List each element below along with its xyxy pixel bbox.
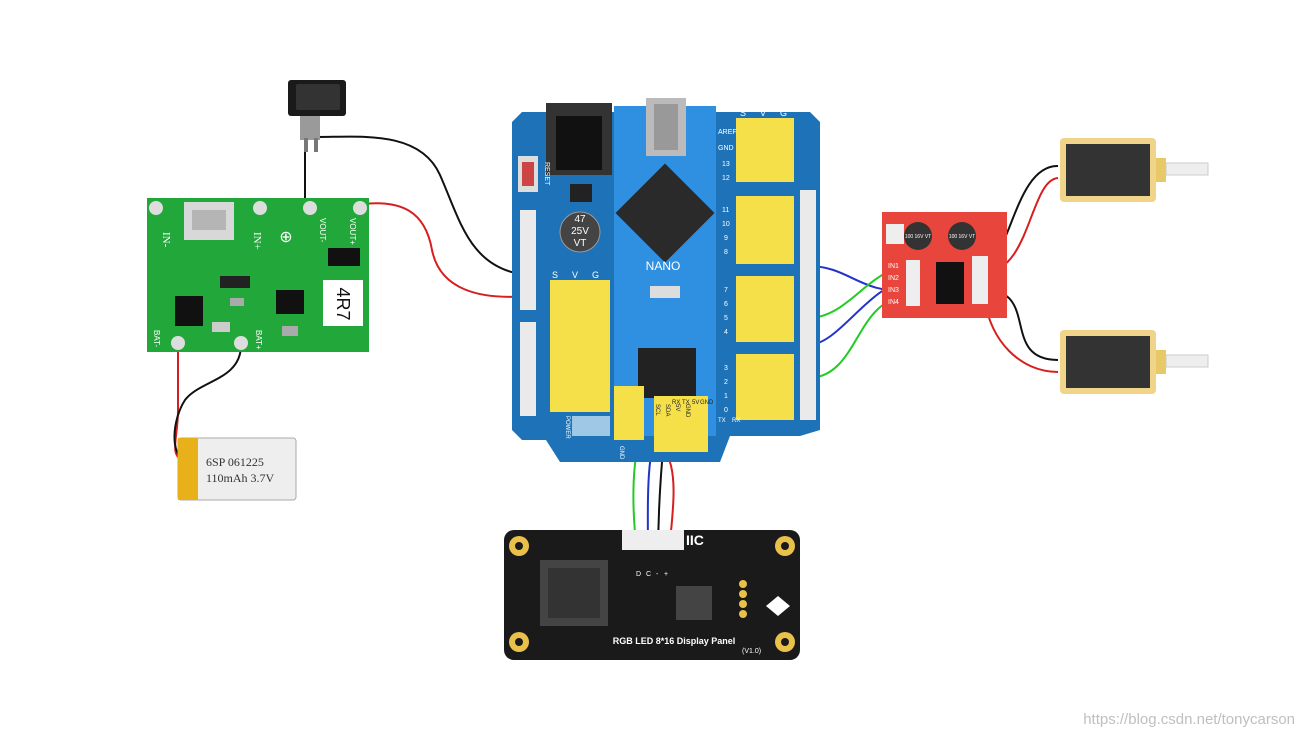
motor-driver: 100 16V VT 100 16V VT IN1 IN2 IN3 IN4 [882, 212, 1007, 318]
shield-iic-pins: SCL SDA 5V GND [654, 404, 690, 418]
charger-label-bat-minus: BAT- [152, 330, 161, 348]
pin-label: 12 [722, 175, 730, 182]
driver-cap2: 100 16V VT [949, 234, 975, 240]
driver-in4: IN4 [888, 299, 899, 306]
shield-pins-top: AREF GND 13 12 [718, 129, 737, 182]
pin-label: 5 [724, 315, 728, 322]
charger-label-out-plus: VOUT+ [348, 218, 357, 245]
cap-line3: VT [574, 238, 587, 249]
driver-in-labels: IN1 IN2 IN3 IN4 [888, 263, 899, 306]
display-pin: D [636, 571, 641, 578]
shield-reset-label: RESET [543, 162, 550, 186]
charger-label-in-minus: IN- [160, 232, 172, 248]
shield-gnd-label: GND [618, 446, 624, 460]
pin-label: 11 [722, 207, 729, 214]
display-pin: - [656, 571, 659, 578]
shield-left-v: V [572, 270, 578, 280]
driver-cap1: 100 16V VT [905, 234, 931, 240]
shield-rx-label: RX [732, 418, 740, 424]
shield-right-v: V [760, 108, 766, 118]
robot-logo-icon [766, 596, 790, 616]
pin-label: 7 [724, 287, 728, 294]
shield-left-s: S [552, 270, 558, 280]
battery: 6SP 061225 110mAh 3.7V [177, 437, 297, 501]
display-pin: + [664, 571, 668, 578]
display-title: RGB LED 8*16 Display Panel [613, 636, 736, 646]
shield-uart-pins: RX TX 5V GND [672, 400, 714, 406]
charger-board: 4R7 IN- IN+ VOUT- VOUT+ BAT- BAT+ ⊕ [147, 198, 369, 352]
pin-label: SCL [654, 404, 660, 416]
pin-label: 3 [724, 365, 728, 372]
display-pin: C [646, 571, 651, 578]
shield-power-label: POWER [564, 416, 570, 439]
rocker-switch [288, 80, 346, 152]
pin-label: SDA [664, 404, 670, 416]
shield-tx-label: TX [718, 418, 726, 424]
pin-label: 8 [724, 249, 728, 256]
display-pins: D C - + [636, 571, 668, 578]
pin-label: 5V [692, 400, 699, 406]
solenoid-2 [1060, 330, 1209, 394]
arduino-shield: RESET 47 25V VT S V G NANO S V G AREF GN… [512, 98, 820, 462]
pin-label: RX [672, 400, 680, 406]
pin-label: GND [684, 404, 690, 418]
shield-left-g: G [592, 270, 599, 280]
battery-line1: 6SP 061225 [206, 455, 264, 469]
wire-switch-to-shield [317, 135, 529, 276]
wire-charger-to-shield [361, 202, 529, 298]
pin-label: GND [718, 145, 734, 152]
watermark: https://blog.csdn.net/tonycarson [1083, 711, 1295, 728]
pin-label: TX [682, 400, 690, 406]
pin-label: GND [700, 400, 714, 406]
driver-in2: IN2 [888, 275, 899, 282]
charger-label-in-plus: IN+ [251, 232, 263, 250]
shield-pins-mid1: 11 10 9 8 [722, 207, 730, 256]
pin-label: 2 [724, 379, 728, 386]
charger-label-bat-plus: BAT+ [254, 330, 263, 350]
driver-in3: IN3 [888, 287, 899, 294]
pin-label: 13 [722, 161, 730, 168]
pin-label: 5V [674, 404, 680, 411]
pin-label: 9 [724, 235, 728, 242]
pin-label: 1 [724, 393, 728, 400]
charger-label-out-minus: VOUT- [318, 218, 327, 243]
cap-line1: 47 [574, 214, 586, 225]
battery-line2: 110mAh 3.7V [206, 471, 275, 485]
charger-inductor-label: 4R7 [333, 287, 353, 320]
wire-battery-black [173, 344, 242, 461]
pin-label: 10 [722, 221, 730, 228]
pin-label: 0 [724, 407, 728, 414]
display-version: (V1.0) [742, 648, 761, 655]
nano-label: NANO [646, 259, 681, 273]
pin-label: 4 [724, 329, 728, 336]
charger-plus-symbol: ⊕ [279, 229, 292, 246]
driver-in1: IN1 [888, 263, 899, 270]
cap-line2: 25V [571, 226, 589, 237]
pin-label: 6 [724, 301, 728, 308]
shield-pins-bot: 3 2 1 0 [724, 365, 728, 414]
solenoid-1 [1060, 138, 1209, 202]
led-display-panel: IIC D C - + RGB LED 8*16 Display Panel (… [504, 530, 800, 660]
shield-right-g: G [780, 108, 787, 118]
display-iic: IIC [686, 532, 704, 548]
shield-pins-mid2: 7 6 5 4 [724, 287, 728, 336]
pin-label: AREF [718, 129, 737, 136]
shield-right-s: S [740, 108, 746, 118]
